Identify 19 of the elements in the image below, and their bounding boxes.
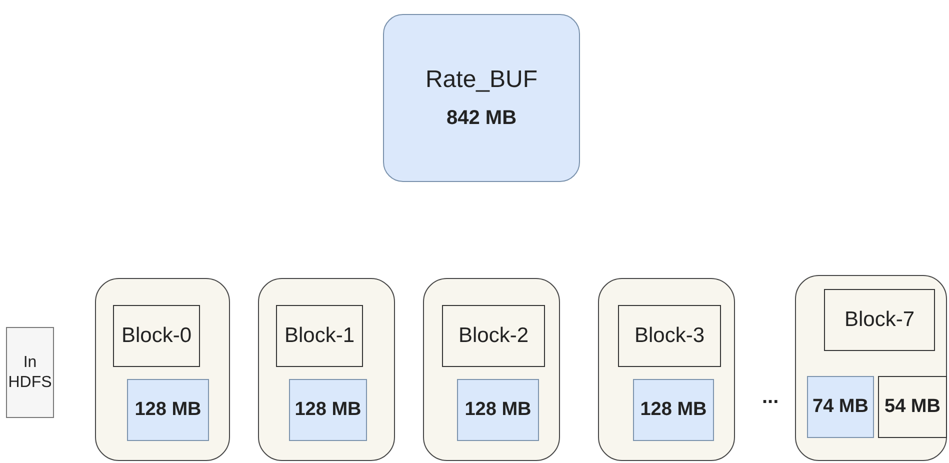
size-box: 128 MB	[457, 379, 539, 441]
block-container	[598, 278, 735, 461]
block-box: Block-0	[113, 305, 200, 367]
buffer-box: Rate_BUF 842 MB	[383, 14, 580, 182]
block-box: Block-7	[824, 289, 935, 351]
size-box: 74 MB	[807, 376, 874, 438]
storage-box: In HDFS	[6, 327, 54, 418]
block-box: Block-2	[442, 305, 545, 367]
ellipsis: ...	[762, 386, 779, 409]
block-container	[795, 275, 947, 461]
size-box: 128 MB	[289, 379, 367, 441]
size-box: 128 MB	[633, 379, 714, 441]
size-box: 54 MB	[878, 376, 947, 438]
block-container	[423, 278, 560, 461]
block-box: Block-3	[618, 305, 721, 367]
block-container	[95, 278, 230, 461]
size-box: 128 MB	[127, 379, 209, 441]
block-box: Block-1	[276, 305, 363, 367]
block-container	[258, 278, 395, 461]
